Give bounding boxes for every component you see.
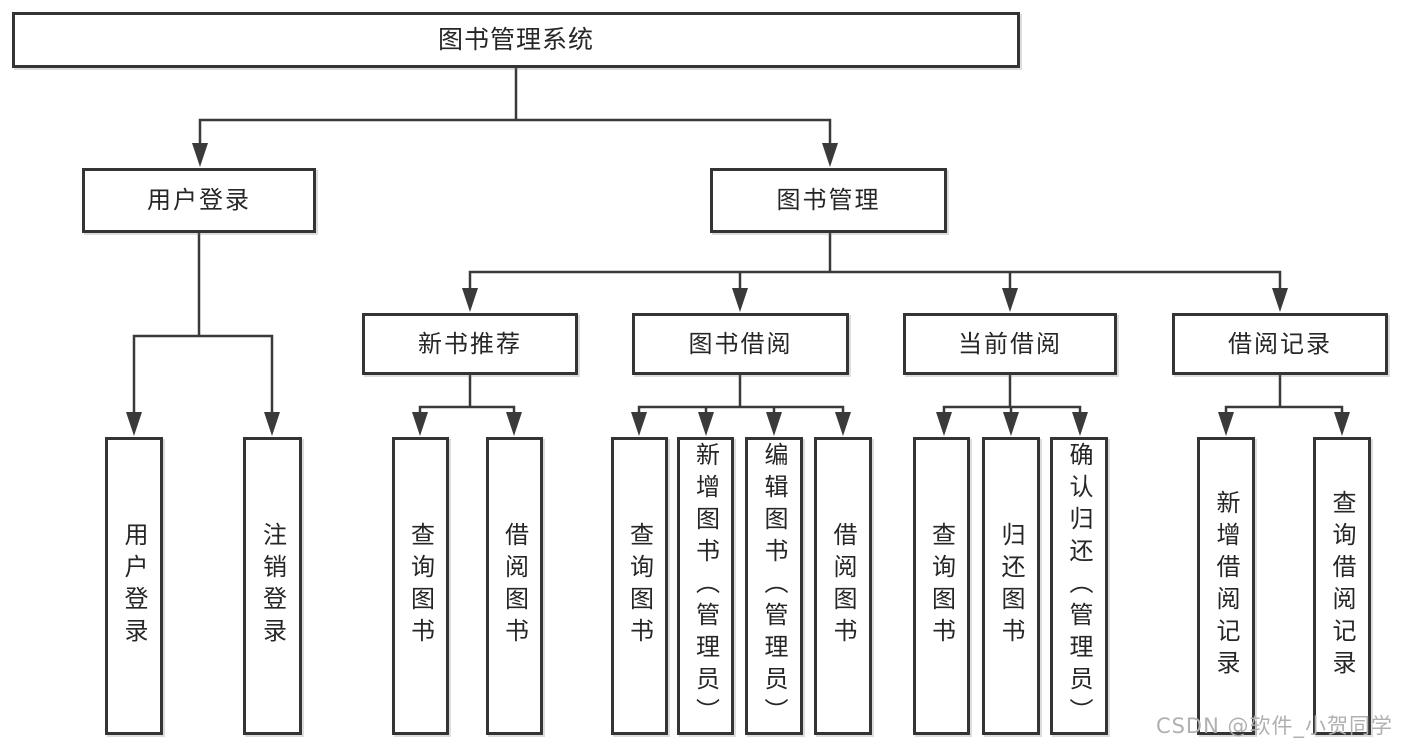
leaf-recommend-borrow-book: 借阅图书 xyxy=(486,437,543,735)
node-current-borrow: 当前借阅 xyxy=(903,313,1117,375)
node-user-login-label: 用户登录 xyxy=(147,186,251,215)
arrowhead xyxy=(506,412,522,436)
leaf-add-borrow-record: 新增借阅记录 xyxy=(1197,437,1255,735)
leaf-borrow-query-book: 查询图书 xyxy=(611,437,668,735)
node-borrow-records-label: 借阅记录 xyxy=(1228,329,1332,358)
leaf-user-login-label: 用户登录 xyxy=(120,522,148,650)
arrowhead xyxy=(462,288,478,312)
leaf-query-borrow-record-label: 查询借阅记录 xyxy=(1328,490,1356,682)
arrowhead xyxy=(1218,412,1234,436)
leaf-query-borrow-record: 查询借阅记录 xyxy=(1313,437,1371,735)
node-new-book-recommend-label: 新书推荐 xyxy=(418,329,522,358)
connector-userlogin-to-leaves xyxy=(132,231,274,418)
arrowhead xyxy=(126,412,142,436)
connector-root-to-level2 xyxy=(198,66,832,150)
leaf-recommend-borrow-book-label: 借阅图书 xyxy=(500,522,529,650)
node-book-borrow: 图书借阅 xyxy=(632,313,849,375)
node-borrow-records: 借阅记录 xyxy=(1172,313,1388,375)
arrowhead xyxy=(264,412,280,436)
node-current-borrow-label: 当前借阅 xyxy=(958,329,1062,358)
leaf-borrow-book-label: 借阅图书 xyxy=(829,522,857,650)
leaf-return-book-label: 归还图书 xyxy=(997,522,1025,650)
leaf-current-query-book-label: 查询图书 xyxy=(927,522,956,650)
leaf-edit-book-admin: 编辑图书（管理员） xyxy=(745,437,803,735)
leaf-confirm-return-admin: 确认归还（管理员） xyxy=(1050,437,1108,735)
connector-borrow-to-leaves xyxy=(637,373,845,418)
arrowhead xyxy=(698,412,714,436)
node-library-management-system-label: 图书管理系统 xyxy=(437,25,594,54)
leaf-recommend-query-book: 查询图书 xyxy=(392,437,449,735)
leaf-borrow-book: 借阅图书 xyxy=(814,437,872,735)
arrowhead xyxy=(1334,412,1350,436)
leaf-borrow-query-book-label: 查询图书 xyxy=(625,522,654,650)
arrowhead xyxy=(1072,412,1088,436)
leaf-logout-label: 注销登录 xyxy=(258,522,287,650)
node-user-login: 用户登录 xyxy=(82,168,316,233)
arrowhead xyxy=(1002,288,1018,312)
arrowhead xyxy=(835,412,851,436)
leaf-add-book-admin: 新增图书（管理员） xyxy=(677,437,734,735)
leaf-logout: 注销登录 xyxy=(243,437,302,735)
node-book-management-label: 图书管理 xyxy=(776,186,881,215)
arrowhead xyxy=(1003,412,1019,436)
leaf-edit-book-admin-label: 编辑图书（管理员） xyxy=(760,442,788,730)
arrowhead xyxy=(192,143,208,167)
leaf-recommend-query-book-label: 查询图书 xyxy=(406,522,435,650)
connector-records-to-leaves xyxy=(1224,373,1344,418)
node-book-borrow-label: 图书借阅 xyxy=(688,329,793,358)
leaf-confirm-return-admin-label: 确认归还（管理员） xyxy=(1065,442,1093,730)
arrowhead xyxy=(412,412,428,436)
node-new-book-recommend: 新书推荐 xyxy=(362,313,578,375)
leaf-current-query-book: 查询图书 xyxy=(913,437,970,735)
arrowhead xyxy=(631,412,647,436)
arrowhead xyxy=(936,412,952,436)
arrowhead xyxy=(822,143,838,167)
leaf-user-login: 用户登录 xyxy=(105,437,163,735)
arrowheads xyxy=(126,143,1350,436)
connector-current-to-leaves xyxy=(942,373,1082,418)
csdn-watermark: CSDN @软件_小贺同学 xyxy=(1155,714,1393,738)
leaf-return-book: 归还图书 xyxy=(982,437,1040,735)
connector-newrec-to-leaves xyxy=(418,373,516,418)
connector-lines xyxy=(132,66,1344,418)
arrowhead xyxy=(766,412,782,436)
connector-bookmgmt-to-level3 xyxy=(468,231,1282,294)
arrowhead xyxy=(1272,288,1288,312)
leaf-add-book-admin-label: 新增图书（管理员） xyxy=(691,442,720,730)
node-book-management: 图书管理 xyxy=(710,168,947,233)
leaf-add-borrow-record-label: 新增借阅记录 xyxy=(1212,490,1240,682)
node-library-management-system: 图书管理系统 xyxy=(12,12,1020,68)
arrowhead xyxy=(732,288,748,312)
